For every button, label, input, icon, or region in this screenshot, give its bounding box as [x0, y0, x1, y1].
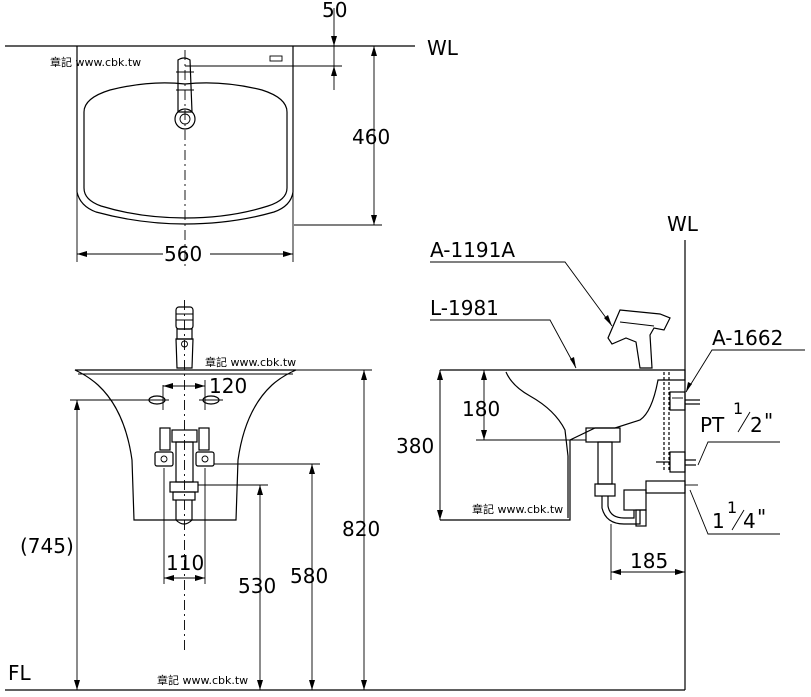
- drain-fraction-label: 1 1 4 ": [712, 498, 766, 533]
- drain-trap-front: [169, 441, 199, 525]
- arrow: [164, 575, 174, 581]
- bowl-side-curve: [505, 371, 569, 518]
- dim-50-text: 50: [322, 0, 347, 22]
- drain-num: 1: [727, 498, 737, 517]
- pt-slash: [737, 411, 751, 433]
- arrow: [481, 370, 487, 380]
- arrow: [361, 370, 367, 380]
- arrow: [309, 680, 315, 690]
- watermark-top: 章記 www.cbk.tw: [50, 55, 141, 69]
- angle-valve-lower: [656, 451, 696, 473]
- arrow: [361, 680, 367, 690]
- bowl-top-outline: [83, 82, 288, 219]
- dim-460-text: 460: [352, 125, 390, 149]
- arrow: [371, 215, 377, 225]
- angle-valve-upper: [669, 391, 700, 411]
- basin-front-outline: [74, 369, 297, 521]
- front-view: FL 120 110 (745) 820 580: [5, 300, 685, 691]
- faucet-side-icon: [607, 309, 671, 369]
- dim-530-text: 530: [238, 574, 276, 598]
- watermark-bottom: 章記 www.cbk.tw: [157, 673, 248, 687]
- dim-820-text: 820: [342, 517, 380, 541]
- arrow: [437, 510, 443, 520]
- drain-slash: [731, 509, 745, 531]
- overflow-slot: [269, 55, 283, 62]
- arrow: [74, 680, 80, 690]
- arrow: [481, 430, 487, 440]
- leader-valve: [685, 349, 805, 393]
- fl-label: FL: [8, 661, 32, 685]
- side-view: WL: [396, 212, 805, 690]
- arrow: [437, 370, 443, 380]
- arrow: [675, 569, 685, 575]
- arrow: [371, 46, 377, 56]
- pt-num: 1: [733, 399, 743, 418]
- pt-den: 2: [750, 413, 763, 437]
- pt-prefix: PT: [700, 413, 725, 437]
- drain-den: 4: [743, 509, 756, 533]
- drain-trap-side: [585, 427, 698, 527]
- arrow: [74, 400, 80, 410]
- arrow: [257, 680, 263, 690]
- arrow: [77, 251, 87, 257]
- leader-pt: [697, 441, 780, 466]
- basin-side-outline: [440, 369, 686, 521]
- arrow: [331, 36, 337, 46]
- drain-quote: ": [757, 505, 766, 529]
- dim-380-text: 380: [396, 434, 434, 458]
- arrow: [163, 383, 173, 389]
- pt-quote: ": [764, 409, 773, 433]
- dim-580-text: 580: [290, 564, 328, 588]
- watermark-front: 章記 www.cbk.tw: [205, 355, 296, 369]
- leader-basin: [430, 319, 577, 369]
- dim-185-text: 185: [630, 549, 668, 573]
- dim-180-text: 180: [462, 397, 500, 421]
- supply-hose-side: [663, 372, 670, 470]
- arrow: [686, 382, 692, 392]
- watermark-side: 章記 www.cbk.tw: [472, 502, 563, 516]
- wl-label-top: WL: [427, 36, 459, 60]
- leader-faucet: [430, 261, 613, 327]
- dim-110-text: 110: [166, 551, 204, 575]
- basin-model-label: L-1981: [430, 296, 499, 320]
- leader-drain: [689, 489, 780, 535]
- arrow: [195, 383, 205, 389]
- dim-745-text: (745): [20, 534, 74, 558]
- wl-label-side: WL: [667, 212, 699, 236]
- arrow: [257, 485, 263, 495]
- faucet-model-label: A-1191A: [430, 238, 515, 262]
- dim-120-text: 120: [209, 374, 247, 398]
- top-view: WL 50 460 560 章記 www.cbk.tw: [5, 0, 459, 270]
- drain-whole: 1: [712, 509, 725, 533]
- dim-560-text: 560: [164, 242, 202, 266]
- pt-fraction-label: PT 1 2 ": [700, 399, 773, 437]
- valve-model-label: A-1662: [712, 326, 783, 350]
- arrow: [331, 66, 337, 76]
- arrow: [604, 315, 612, 326]
- arrow: [309, 464, 315, 474]
- arrow: [570, 357, 576, 368]
- arrow: [283, 251, 293, 257]
- faucet-front-icon: [175, 306, 194, 369]
- arrow: [611, 569, 621, 575]
- arrow: [195, 575, 205, 581]
